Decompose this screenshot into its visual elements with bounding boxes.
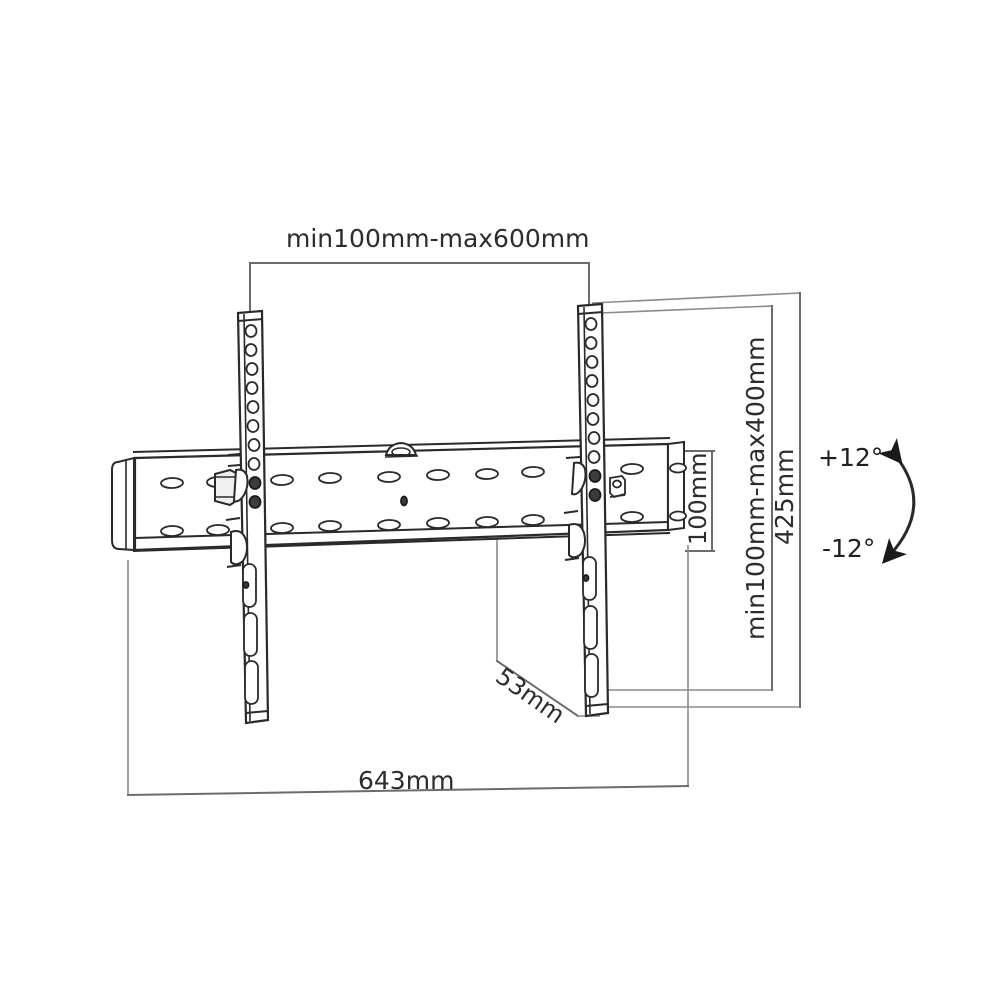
label-tilt-up: +12° — [818, 443, 883, 472]
right-vertical-mounting-arm — [563, 302, 626, 718]
dimension-overall-height — [600, 292, 801, 708]
label-rail-height: 100mm — [684, 452, 712, 545]
left-vertical-mounting-arm — [214, 309, 270, 725]
left-lower-clip — [225, 517, 248, 568]
label-overall-width: 643mm — [358, 766, 454, 795]
label-vesa-height: min100mm-max400mm — [741, 337, 770, 640]
dimension-overall-width — [126, 545, 690, 797]
right-arm-hole-column — [584, 317, 602, 502]
center-latch-tab — [384, 441, 419, 458]
right-lower-clip — [563, 510, 586, 561]
dimension-vesa-height — [600, 305, 773, 691]
label-tilt-down: -12° — [822, 534, 875, 563]
dimension-vesa-width — [249, 262, 590, 319]
left-arm-hole-column — [244, 324, 262, 509]
rail-slot-row-bottom — [160, 510, 687, 537]
left-pivot-bolt — [214, 468, 249, 507]
dimension-rail-height — [685, 450, 715, 552]
tilt-range-arc — [878, 438, 916, 564]
tilt-lock-bracket — [609, 475, 626, 499]
label-vesa-width: min100mm-max600mm — [286, 224, 589, 253]
label-overall-height: 425mm — [770, 449, 799, 545]
label-depth: 53mm — [491, 662, 570, 729]
dimension-extension-top — [591, 292, 801, 314]
right-pivot-bolt — [565, 456, 587, 496]
horizontal-wall-rail — [111, 437, 687, 552]
